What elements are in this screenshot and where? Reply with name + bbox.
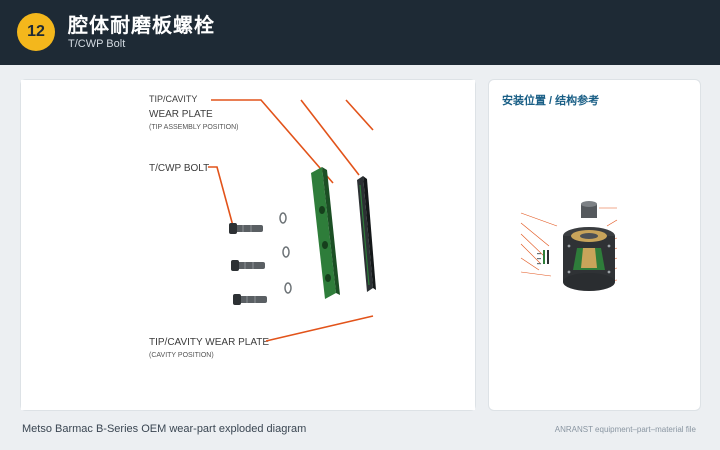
leader-lines [208,99,374,342]
header-bar: 12 腔体耐磨板螺栓 T/CWP Bolt [0,0,720,65]
label-tip-cavity-partial: TIP/CAVITY [149,94,197,104]
label-tip-position: (TIP ASSEMBLY POSITION) [149,124,238,131]
figure-caption: Metso Barmac B-Series OEM wear-part expl… [22,423,307,435]
section-number-badge: 12 [17,13,55,51]
source-note: ANRANST equipment–part–material file [554,425,696,434]
label-wear-plate: WEAR PLATE [149,109,213,120]
label-cavity-wear-plate: TIP/CAVITY WEAR PLATE [149,337,269,348]
reference-title: 安装位置 / 结构参考 [502,95,600,107]
tip-wear-plate-part [357,176,376,292]
label-tcwp-bolt: T/CWP BOLT [149,163,209,174]
label-cavity-position: (CAVITY POSITION) [149,352,214,359]
bolt-parts [229,212,292,305]
main-diagram-card: TIP/CAVITY WEAR PLATE (TIP ASSEMBLY POSI… [20,79,476,411]
page-subtitle: T/CWP Bolt [68,38,126,50]
cavity-wear-plate-part [311,167,340,299]
reference-card: 安装位置 / 结构参考 [488,79,701,411]
page-title: 腔体耐磨板螺栓 [68,15,215,37]
exploded-diagram: TIP/CAVITY WEAR PLATE (TIP ASSEMBLY POSI… [21,80,475,410]
crusher-reference-diagram [520,201,618,291]
